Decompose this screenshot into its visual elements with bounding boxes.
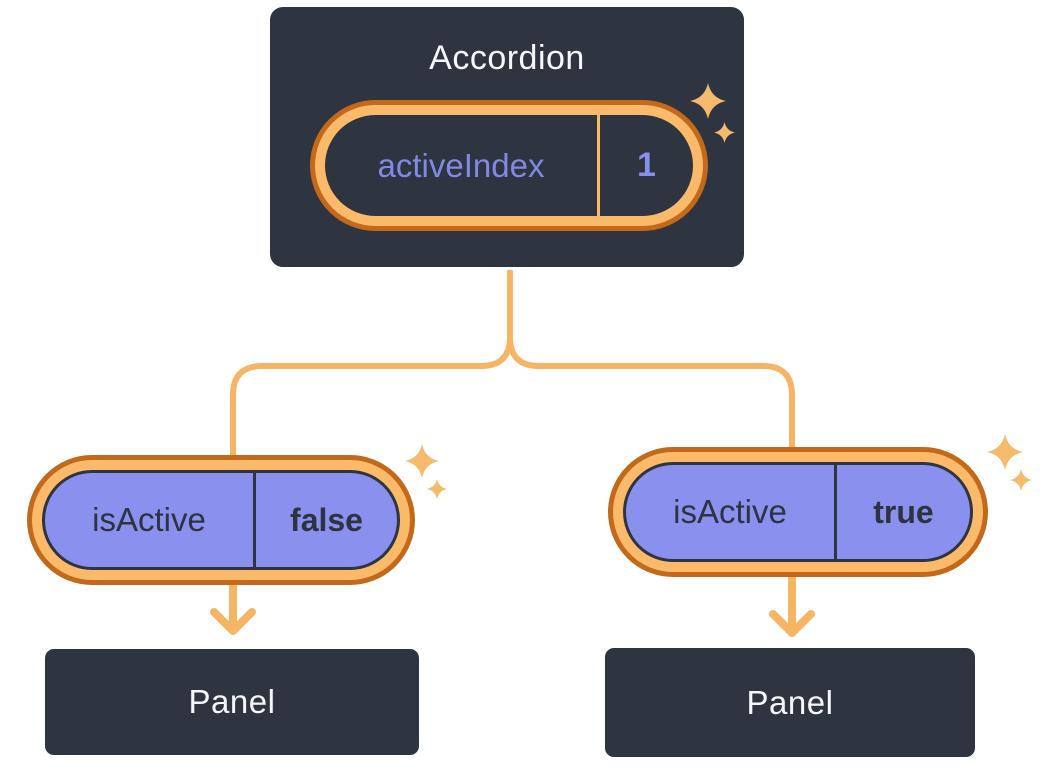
sparkle-icon <box>690 83 726 119</box>
state-name-cell: activeIndex <box>325 115 597 216</box>
accordion-node-title: Accordion <box>429 39 585 77</box>
right-isactive-pill: isActive true <box>608 447 988 577</box>
state-value-label: false <box>290 501 363 538</box>
connector-left-branch <box>230 269 513 463</box>
state-value-cell: false <box>253 473 397 567</box>
accordion-state-pill-body: activeIndex 1 <box>325 115 693 216</box>
state-value-cell: true <box>834 465 970 559</box>
state-value-label: true <box>873 493 934 530</box>
sparkle-icon <box>987 434 1023 470</box>
panel-node-title: Panel <box>746 683 834 721</box>
state-value-label: 1 <box>637 146 656 184</box>
left-isactive-pill-body: isActive false <box>42 470 400 570</box>
sparkle-icon <box>714 122 735 143</box>
sparkle-icon <box>427 479 447 499</box>
state-name-label: activeIndex <box>377 146 545 184</box>
connector-right-branch <box>507 269 795 455</box>
state-value-cell: 1 <box>597 115 693 216</box>
left-panel-node: Panel <box>42 646 422 758</box>
sparkle-icon <box>1010 469 1032 491</box>
right-isactive-pill-body: isActive true <box>623 462 973 562</box>
accordion-state-pill: activeIndex 1 <box>310 100 708 231</box>
state-name-cell: isActive <box>45 473 253 567</box>
panel-node-title: Panel <box>188 683 276 720</box>
state-name-label: isActive <box>673 493 787 530</box>
arrow-down-left <box>210 579 256 635</box>
state-name-cell: isActive <box>626 465 834 559</box>
sparkle-icon <box>405 444 439 478</box>
left-isactive-pill: isActive false <box>27 455 415 585</box>
state-name-label: isActive <box>92 501 206 538</box>
right-panel-node: Panel <box>602 645 978 760</box>
arrow-down-right <box>769 571 815 637</box>
